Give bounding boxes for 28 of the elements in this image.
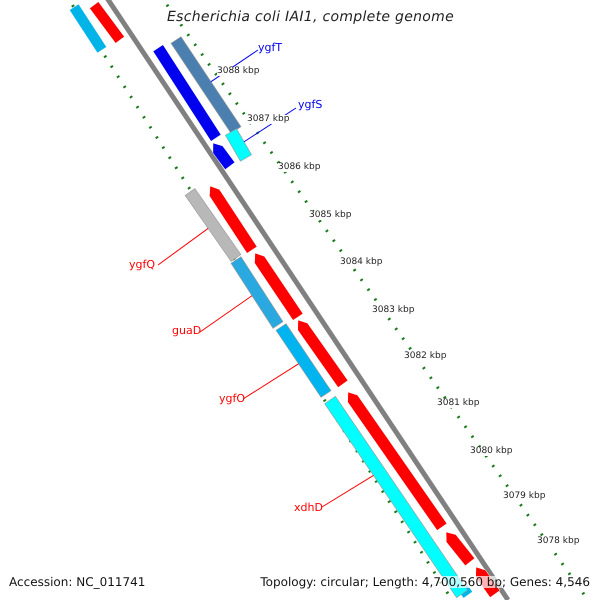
- leader-line: [242, 363, 300, 400]
- gene-bar: [224, 128, 252, 162]
- gene-label: ygfO: [219, 393, 246, 404]
- gene-bar: [184, 188, 242, 262]
- scale-label: 3087 kbp: [247, 115, 290, 124]
- accession-text: Accession: NC_011741: [9, 576, 146, 588]
- gene-label: ygfQ: [129, 259, 156, 270]
- scale-label: 3081 kbp: [437, 399, 480, 408]
- gene-label: ygfT: [258, 42, 282, 53]
- gene-bar: [276, 323, 332, 398]
- title: Escherichia coli IAI1, complete genome: [167, 10, 454, 24]
- scale-label: 3079 kbp: [503, 492, 546, 501]
- scale-label: 3078 kbp: [537, 537, 580, 546]
- gene-label: xdhD: [294, 502, 323, 513]
- gene-bar: [230, 256, 284, 329]
- leader-line: [322, 474, 374, 508]
- leader-line: [158, 228, 209, 266]
- leader-line: [200, 295, 252, 332]
- gene-bar: [170, 36, 242, 134]
- genome-info-text: Topology: circular; Length: 4,700,560 bp; Genes: 4,546: [260, 576, 590, 588]
- scale-label: 3084 kbp: [340, 258, 382, 267]
- scale-label: 3086 kbp: [278, 163, 320, 172]
- gene-label: ygfS: [298, 99, 322, 110]
- scale-label: 3083 kbp: [372, 306, 414, 315]
- scale-label: 3088 kbp: [217, 67, 260, 76]
- scale-label: 3082 kbp: [404, 352, 446, 361]
- scale-label: 3085 kbp: [309, 211, 352, 220]
- gene-label: guaD: [172, 325, 202, 336]
